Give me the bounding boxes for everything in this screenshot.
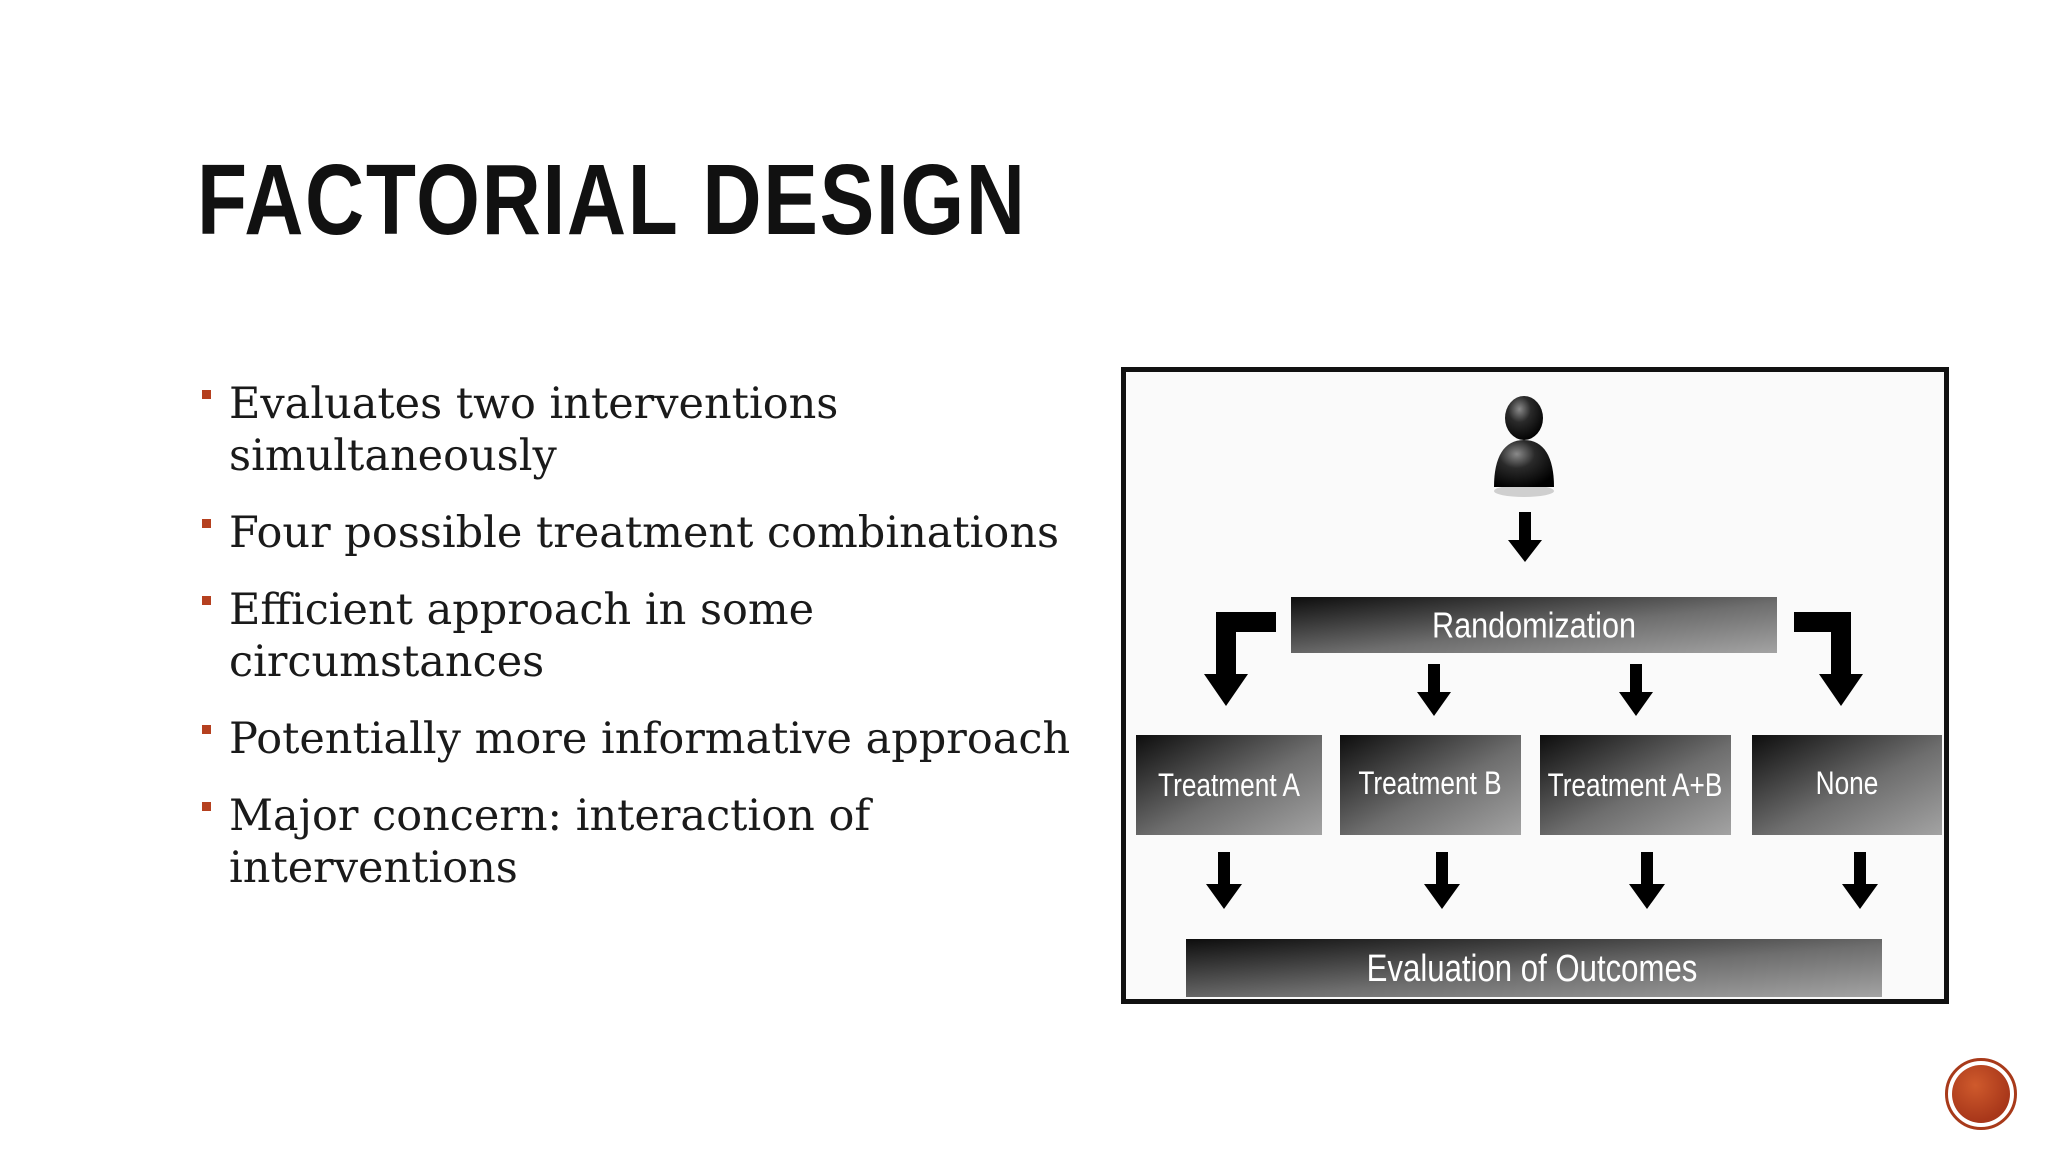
circle-icon xyxy=(1952,1065,2010,1123)
bullet-text: Evaluates two interventions simultaneous… xyxy=(229,379,839,481)
bullet-text: Four possible treatment combinations xyxy=(229,508,1060,558)
bullet-text: Potentially more informative approach xyxy=(229,714,1071,764)
bullet-marker-icon xyxy=(202,725,211,734)
diagram-canvas: Randomization Treatment A Treatment B Tr… xyxy=(1136,396,1942,997)
bullet-marker-icon xyxy=(202,519,211,528)
down-arrow-icon xyxy=(1842,852,1878,909)
factorial-design-diagram: Randomization Treatment A Treatment B Tr… xyxy=(1121,367,1949,1004)
bullet-item: Efficient approach in some circumstances xyxy=(198,584,1078,688)
down-arrow-icon xyxy=(1508,512,1542,562)
treatment-ab-box xyxy=(1540,735,1731,835)
evaluation-label: Evaluation of Outcomes xyxy=(1367,948,1698,990)
bullet-item: Potentially more informative approach xyxy=(198,713,1078,765)
bullet-item: Evaluates two interventions simultaneous… xyxy=(198,378,1078,482)
slide-title: FACTORIAL DESIGN xyxy=(197,144,1027,256)
treatment-ab-label: Treatment A+B xyxy=(1548,769,1723,804)
down-arrow-icon xyxy=(1417,664,1451,716)
bullet-marker-icon xyxy=(202,802,211,811)
elbow-arrow-icon xyxy=(1794,612,1863,706)
down-arrow-icon xyxy=(1206,852,1242,909)
bullet-item: Four possible treatment combinations xyxy=(198,507,1078,559)
down-arrow-icon xyxy=(1424,852,1460,909)
person-icon xyxy=(1494,396,1554,497)
treatment-b-box xyxy=(1340,735,1521,835)
bullet-text: Major concern: interaction of interventi… xyxy=(229,791,871,893)
evaluation-box xyxy=(1186,939,1882,997)
slide-nav-button[interactable] xyxy=(1945,1058,2017,1130)
bullet-item: Major concern: interaction of interventi… xyxy=(198,790,1078,894)
treatment-a-label: Treatment A xyxy=(1158,769,1300,804)
down-arrow-icon xyxy=(1619,664,1653,716)
none-label: None xyxy=(1816,767,1879,802)
bullet-marker-icon xyxy=(202,390,211,399)
down-arrow-icon xyxy=(1629,852,1665,909)
bullet-marker-icon xyxy=(202,596,211,605)
none-box xyxy=(1752,735,1942,835)
bullet-text: Efficient approach in some circumstances xyxy=(229,585,815,687)
bullet-list: Evaluates two interventions simultaneous… xyxy=(198,378,1078,919)
randomization-label: Randomization xyxy=(1432,606,1636,646)
randomization-box xyxy=(1291,597,1777,653)
treatment-b-label: Treatment B xyxy=(1358,767,1501,802)
elbow-arrow-icon xyxy=(1204,612,1276,706)
treatment-a-box xyxy=(1136,735,1322,835)
